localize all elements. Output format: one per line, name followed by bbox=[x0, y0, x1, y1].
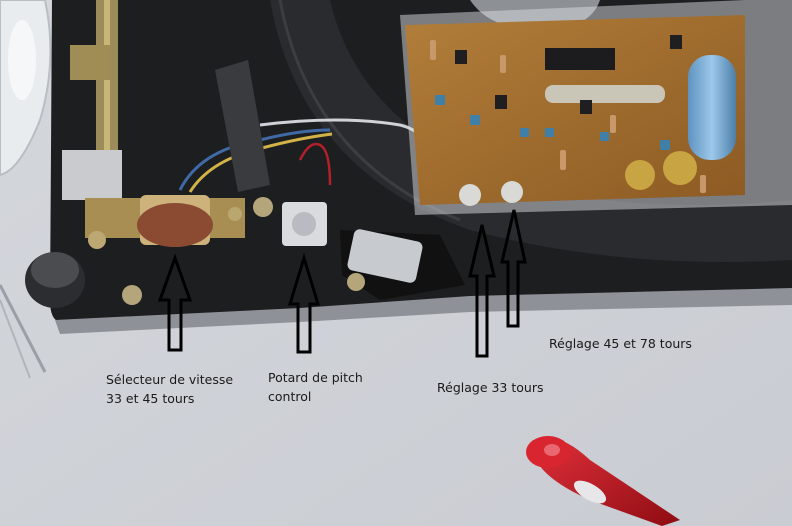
pcb-board bbox=[405, 15, 745, 205]
platter-edge bbox=[270, 0, 792, 262]
arrow-speed-selector bbox=[157, 253, 193, 352]
tape-strip bbox=[215, 60, 270, 192]
arrow-adjust-33 bbox=[468, 224, 496, 358]
trimmer-33 bbox=[459, 184, 481, 206]
black-knob-top bbox=[31, 252, 79, 288]
arrow-adjust-45-78 bbox=[500, 209, 527, 328]
caption-pitch-control-line2: control bbox=[268, 389, 312, 404]
screwdriver-handle bbox=[535, 438, 680, 526]
chassis-rim bbox=[55, 288, 792, 334]
pitch-pot-shaft bbox=[292, 212, 316, 236]
speed-selector-knob bbox=[137, 203, 213, 247]
pcb-parts bbox=[435, 95, 670, 150]
bracket-plate bbox=[62, 150, 122, 200]
caption-adjust-45-78-text: Réglage 45 et 78 tours bbox=[549, 336, 692, 351]
caption-speed-selector-line2: 33 et 45 tours bbox=[106, 391, 195, 406]
transistors bbox=[455, 35, 682, 114]
screw-left bbox=[88, 231, 106, 249]
caption-pitch-control: Potard de pitch control bbox=[268, 368, 363, 406]
speed-selector-screw bbox=[228, 207, 242, 221]
arrow-pitch-control bbox=[287, 252, 321, 354]
metal-bar bbox=[545, 85, 665, 103]
screwdriver-band bbox=[573, 480, 607, 504]
wire-red bbox=[298, 142, 332, 186]
tweezers-arm bbox=[0, 299, 31, 379]
plug-connector bbox=[347, 229, 423, 283]
screw-3 bbox=[347, 273, 365, 291]
ic-chip bbox=[545, 48, 615, 70]
tonearm-bracket bbox=[70, 45, 110, 80]
screw-1 bbox=[253, 197, 273, 217]
tweezers bbox=[0, 284, 47, 373]
caption-speed-selector: Sélecteur de vitesse 33 et 45 tours bbox=[106, 370, 233, 408]
caption-adjust-33: Réglage 33 tours bbox=[437, 378, 543, 397]
caption-adjust-33-text: Réglage 33 tours bbox=[437, 380, 544, 395]
caption-pitch-control-line1: Potard de pitch bbox=[268, 370, 363, 385]
screw-2 bbox=[122, 285, 142, 305]
capacitor-gold-2 bbox=[663, 151, 697, 185]
caption-speed-selector-line1: Sélecteur de vitesse bbox=[106, 372, 234, 387]
capacitor-gold-1 bbox=[625, 160, 655, 190]
trimmer-45-78 bbox=[501, 181, 523, 203]
caption-adjust-45-78: Réglage 45 et 78 tours bbox=[549, 334, 692, 353]
white-object-edge bbox=[8, 20, 36, 100]
screwdriver-end-hole bbox=[544, 444, 560, 456]
resistors bbox=[430, 40, 706, 193]
capacitor-blue bbox=[688, 55, 736, 160]
